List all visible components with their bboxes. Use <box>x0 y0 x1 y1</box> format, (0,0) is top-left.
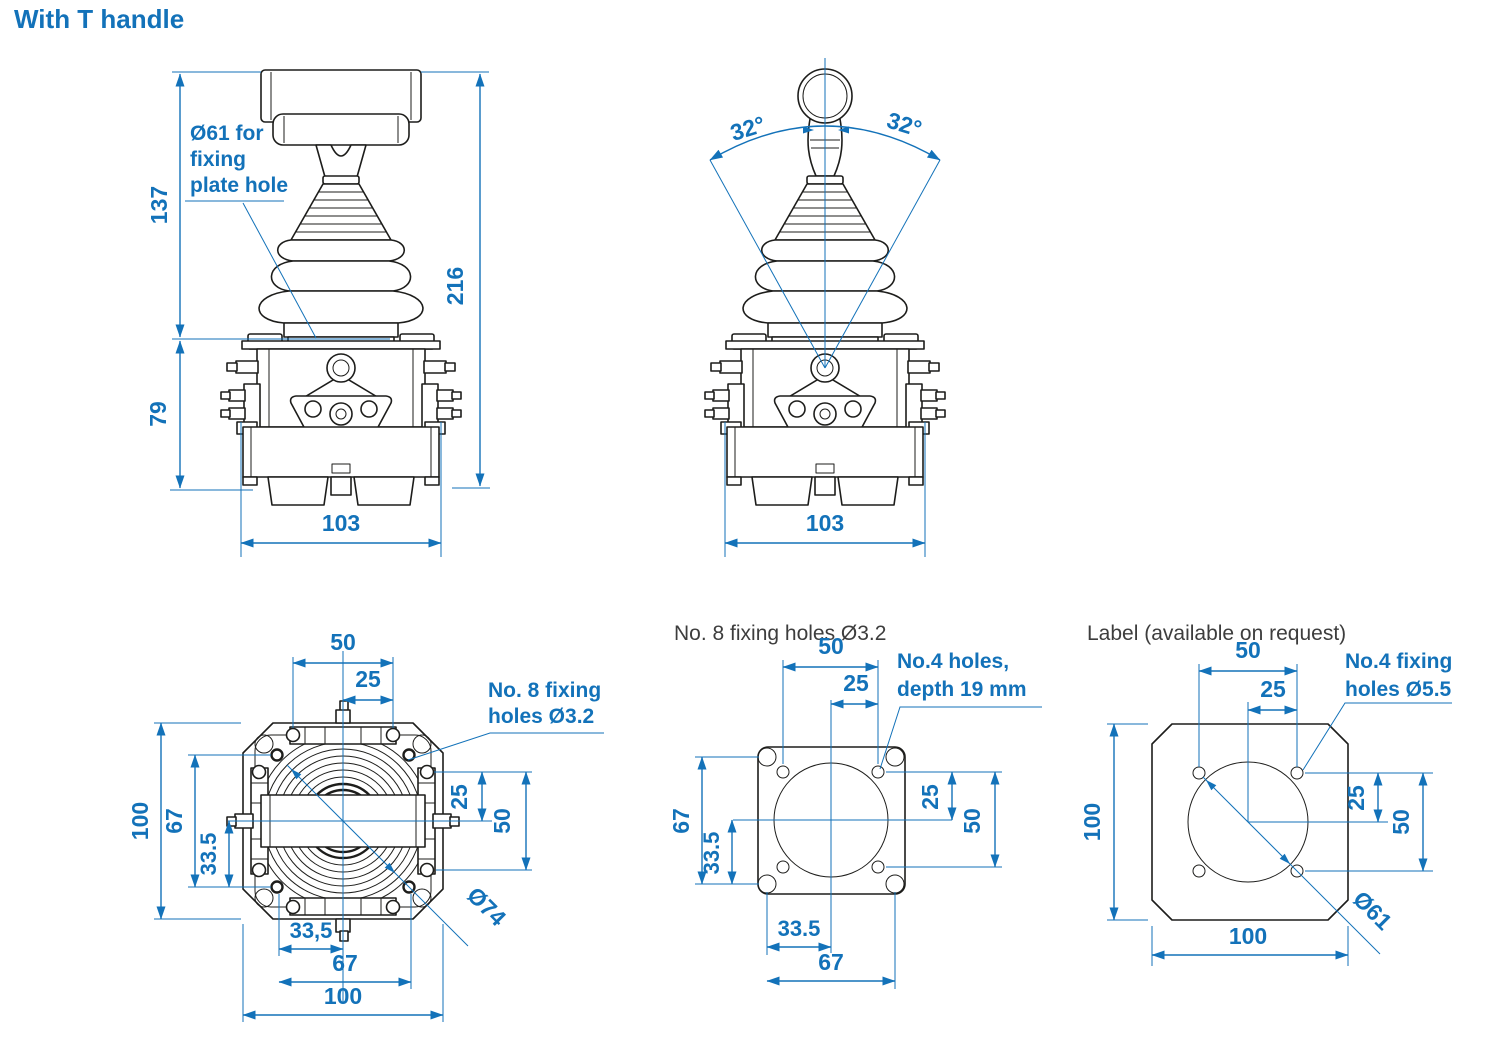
fixing-plate-view: No. 8 fixing holes Ø3.2 50 25 67 33.5 <box>668 622 1042 989</box>
joystick-body <box>220 175 462 506</box>
dim-right-25: 25 <box>1343 785 1369 811</box>
tilt-view-ball-handle: 32° 32° 103 <box>704 58 946 557</box>
front-view-dimensions: 137 79 216 103 <box>145 73 485 548</box>
dim-bottom-33-5: 33.5 <box>778 916 821 941</box>
dim-103: 103 <box>322 510 360 536</box>
dim-bottom-100: 100 <box>324 983 362 1009</box>
bottom-view: 50 25 100 67 33.5 25 50 33,5 67 100 Ø74 <box>127 629 604 1022</box>
tilt-view-dimensions: 103 <box>724 422 926 557</box>
dim-top-25: 25 <box>1260 676 1286 702</box>
leader-text-line1: No.4 holes, <box>897 650 1009 673</box>
dim-left-100: 100 <box>127 802 153 840</box>
dim-right-25: 25 <box>446 784 472 810</box>
dim-right-25: 25 <box>917 784 943 810</box>
front-view-extension-lines <box>170 71 490 557</box>
dim-diagonal-61: Ø61 <box>1348 886 1397 935</box>
page-title: With T handle <box>14 4 184 34</box>
dim-bottom-67: 67 <box>332 950 358 976</box>
dim-top-50: 50 <box>818 633 844 659</box>
leader-text-line2: holes Ø5.5 <box>1345 678 1452 701</box>
dim-left-100: 100 <box>1079 803 1105 841</box>
dim-137: 137 <box>146 186 172 224</box>
dim-diagonal-74: Ø74 <box>462 882 511 931</box>
fixing-plate-dimensions: 50 25 67 33.5 25 50 33.5 67 <box>668 633 1000 986</box>
leader-text-line3: plate hole <box>190 174 288 197</box>
dim-left-33-5: 33.5 <box>699 832 724 875</box>
leader-text-line2: depth 19 mm <box>897 678 1027 701</box>
dim-left-33-5: 33.5 <box>196 833 221 876</box>
fixing-plate-title: No. 8 fixing holes Ø3.2 <box>674 622 886 645</box>
t-handle-shape <box>260 69 422 178</box>
dim-right-50: 50 <box>489 808 515 834</box>
dim-right-50: 50 <box>1388 809 1414 835</box>
front-view-t-handle: 137 79 216 103 Ø61 for fixing plate hole <box>145 69 490 557</box>
label-leader: No.4 fixing holes Ø5.5 <box>1302 650 1452 771</box>
leader-text-line2: fixing <box>190 148 246 171</box>
tilt-range-overlay: 32° 32° <box>709 58 941 369</box>
angle-left-32: 32° <box>727 111 768 146</box>
label-title: Label (available on request) <box>1087 622 1346 645</box>
dim-79: 79 <box>145 401 171 427</box>
dim-top-25: 25 <box>843 670 869 696</box>
label-view: Label (available on request) 50 25 100 2… <box>1079 622 1452 966</box>
dim-bottom-67: 67 <box>818 949 844 975</box>
dim-top-50: 50 <box>1235 637 1261 663</box>
label-extension-lines <box>1107 664 1433 966</box>
leader-text-line2: holes Ø3.2 <box>488 705 594 728</box>
leader-text-line1: No. 8 fixing <box>488 679 601 702</box>
dim-103: 103 <box>806 510 844 536</box>
dim-bottom-33-5: 33,5 <box>290 918 333 943</box>
bottom-view-leader: No. 8 fixing holes Ø3.2 <box>407 679 604 761</box>
dim-top-25: 25 <box>355 666 381 692</box>
fixing-plate-leader: No.4 holes, depth 19 mm <box>879 650 1042 770</box>
dim-left-67: 67 <box>668 808 694 834</box>
label-dimensions: 50 25 100 25 50 100 Ø61 <box>1079 637 1428 960</box>
leader-text-line1: No.4 fixing <box>1345 650 1452 673</box>
dim-bottom-100: 100 <box>1229 923 1267 949</box>
fixing-plate-hole-leader: Ø61 for fixing plate hole <box>185 122 317 339</box>
dim-216: 216 <box>442 267 468 305</box>
dim-right-50: 50 <box>959 808 985 834</box>
dim-top-50: 50 <box>330 629 356 655</box>
dim-left-67: 67 <box>161 808 187 834</box>
leader-text-line1: Ø61 for <box>190 122 264 145</box>
